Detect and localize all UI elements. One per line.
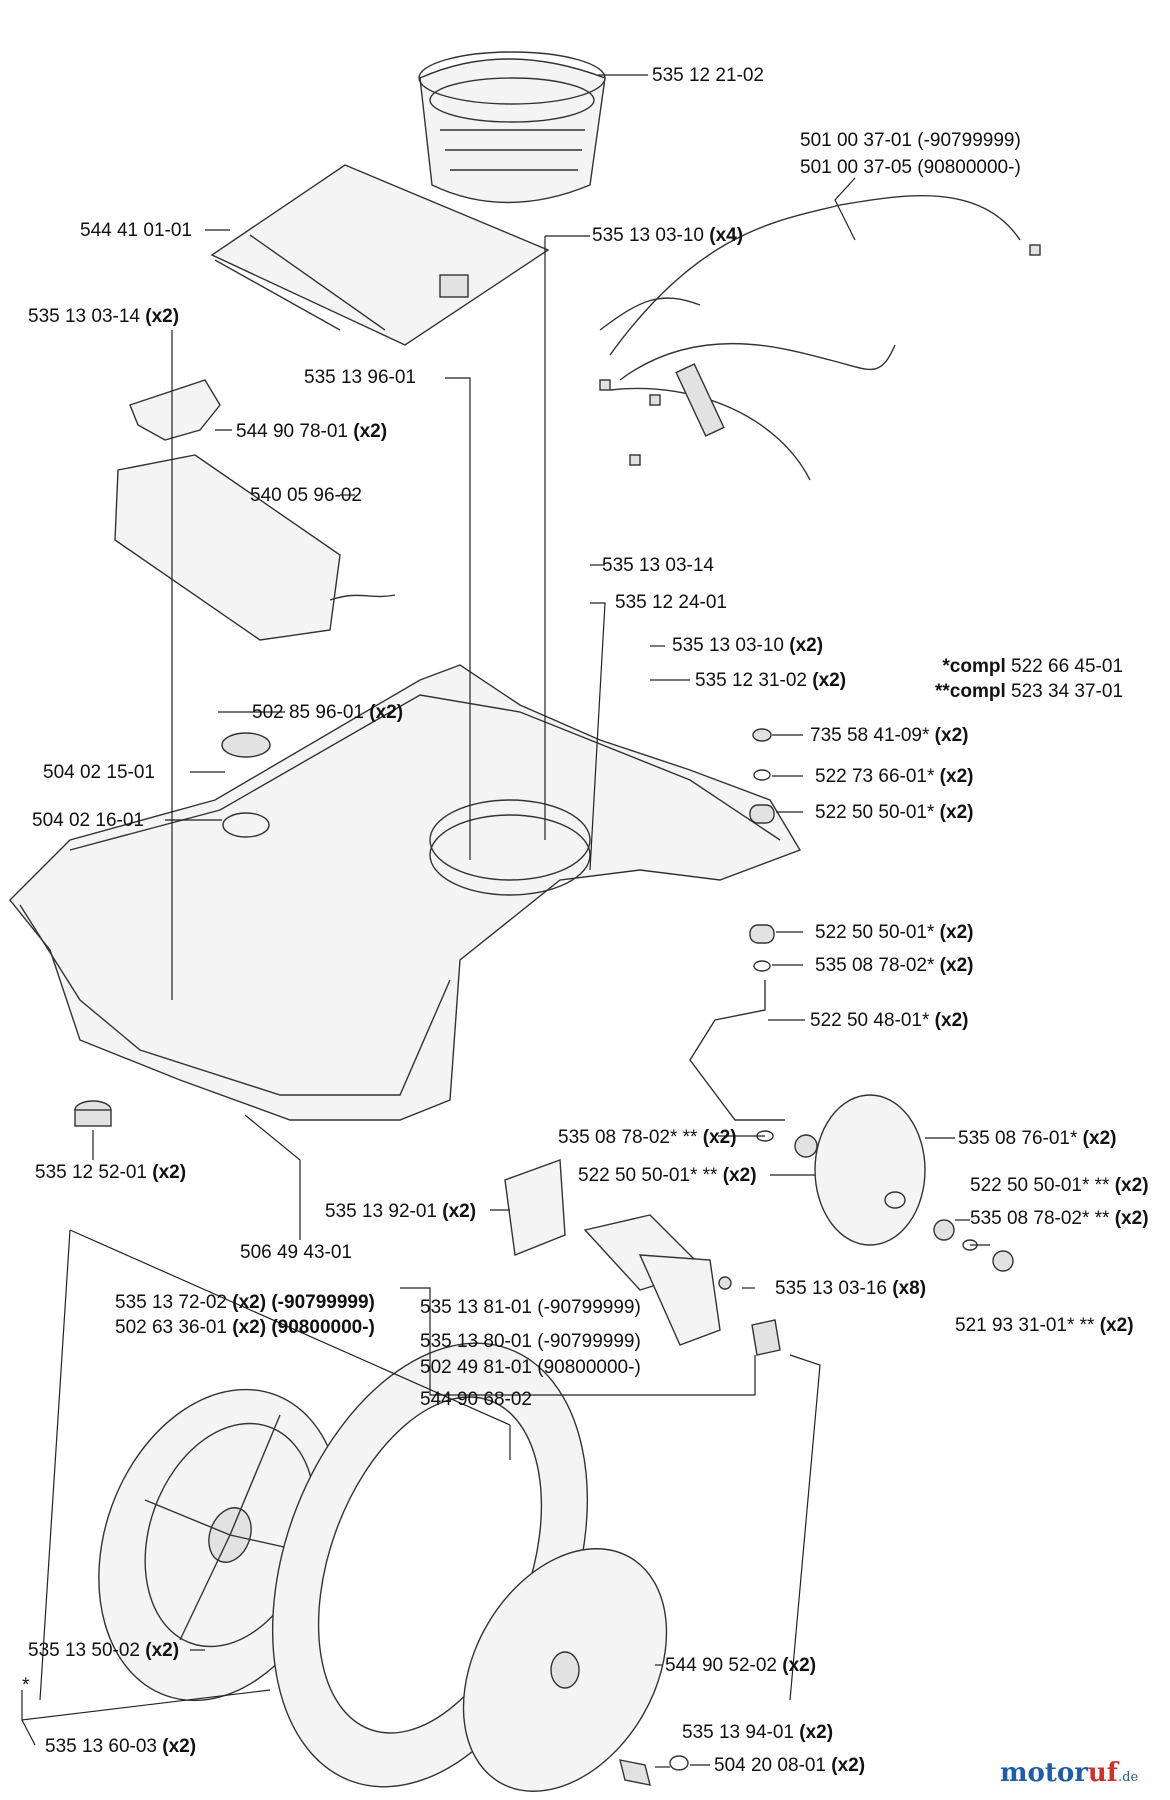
part-label: 535 08 76-01* (x2) xyxy=(958,1128,1117,1149)
part-label: 544 41 01-01 xyxy=(80,220,192,241)
axle-rod xyxy=(689,980,785,1121)
part-label: 535 12 24-01 xyxy=(615,592,727,613)
battery-pack xyxy=(114,454,396,641)
screw-535-13-94 xyxy=(619,1759,651,1786)
front-wheel xyxy=(814,1094,926,1246)
part-label: 535 13 80-01 (-90799999) xyxy=(420,1331,641,1352)
gasket xyxy=(504,1159,566,1256)
part-label: 535 12 52-01 (x2) xyxy=(35,1162,187,1183)
cylinder-housing xyxy=(418,51,606,204)
part-label: 535 13 96-01 xyxy=(304,367,416,388)
part-label: 522 50 50-01* (x2) xyxy=(815,922,974,943)
part-label: 504 02 15-01 xyxy=(43,762,155,783)
compl-note: **compl 523 34 37-01 xyxy=(935,680,1124,702)
part-label: 535 08 78-02* (x2) xyxy=(815,955,974,976)
part-label: 535 08 78-02* ** (x2) xyxy=(558,1127,737,1148)
part-label: 501 00 37-05 (90800000-) xyxy=(800,157,1021,178)
chassis-body xyxy=(9,664,802,1121)
part-label: 544 90 68-02 xyxy=(420,1389,532,1410)
part-label: 502 85 96-01 (x2) xyxy=(252,702,404,723)
part-label: 535 13 50-02 (x2) xyxy=(28,1640,180,1661)
part-label: 535 13 03-14 xyxy=(602,555,714,576)
part-label: 535 13 94-01 (x2) xyxy=(682,1722,834,1743)
part-label: 535 13 03-14 (x2) xyxy=(28,306,180,327)
washer-504-20-08 xyxy=(669,1755,689,1771)
part-label: 522 50 50-01* ** (x2) xyxy=(970,1175,1149,1196)
leader-lines xyxy=(21,74,990,1768)
part-label: 535 13 03-10 (x4) xyxy=(592,225,744,246)
part-label: 535 12 21-02 xyxy=(652,65,764,86)
part-label: 535 13 03-16 (x8) xyxy=(775,1278,927,1299)
part-label: 535 13 03-10 (x2) xyxy=(672,635,824,656)
part-label: 522 73 66-01* (x2) xyxy=(815,766,974,787)
part-label: 501 00 37-01 (-90799999) xyxy=(800,130,1021,151)
part-label: 535 13 72-02 (x2) (-90799999) xyxy=(115,1292,375,1313)
circuit-board xyxy=(210,164,550,346)
part-label: 522 50 48-01* (x2) xyxy=(810,1010,969,1031)
part-label: 735 58 41-09* (x2) xyxy=(810,725,969,746)
coupling xyxy=(751,1319,781,1356)
battery-bracket xyxy=(129,379,221,441)
part-label: 535 13 60-03 (x2) xyxy=(45,1736,197,1757)
ring-504-02-16 xyxy=(222,812,270,838)
part-label: 544 90 78-01 (x2) xyxy=(236,421,388,442)
hubcap xyxy=(462,1548,668,1792)
part-504-02-15 xyxy=(221,732,271,758)
part-label: 502 63 36-01 (x2) (90800000-) xyxy=(115,1317,375,1338)
part-label: 535 08 78-02* ** (x2) xyxy=(970,1208,1149,1229)
part-label: 502 49 81-01 (90800000-) xyxy=(420,1357,641,1378)
compl-notes: *compl 522 66 45-01 **compl 523 34 37-01 xyxy=(935,655,1123,704)
compl-note: *compl 522 66 45-01 xyxy=(942,656,1124,677)
part-label: 504 02 16-01 xyxy=(32,810,144,831)
part-label: 535 12 31-02 (x2) xyxy=(695,670,847,691)
part-label: 535 13 92-01 (x2) xyxy=(325,1201,477,1222)
part-label: 504 20 08-01 (x2) xyxy=(714,1755,866,1776)
part-label: 540 05 96-02 xyxy=(250,485,362,506)
part-label: 522 50 50-01* ** (x2) xyxy=(578,1165,757,1186)
cap-body xyxy=(74,1109,112,1127)
drive-motor xyxy=(583,1214,732,1346)
part-label: 535 13 81-01 (-90799999) xyxy=(420,1297,641,1318)
part-label: 521 93 31-01* ** (x2) xyxy=(955,1315,1134,1336)
watermark-logo: motoruf.de xyxy=(1000,1758,1139,1788)
wiring-harness xyxy=(599,195,1041,481)
part-label: * xyxy=(22,1675,30,1696)
part-label: 522 50 50-01* (x2) xyxy=(815,802,974,823)
part-label: 506 49 43-01 xyxy=(240,1242,352,1263)
part-label: 544 90 52-02 (x2) xyxy=(665,1655,817,1676)
